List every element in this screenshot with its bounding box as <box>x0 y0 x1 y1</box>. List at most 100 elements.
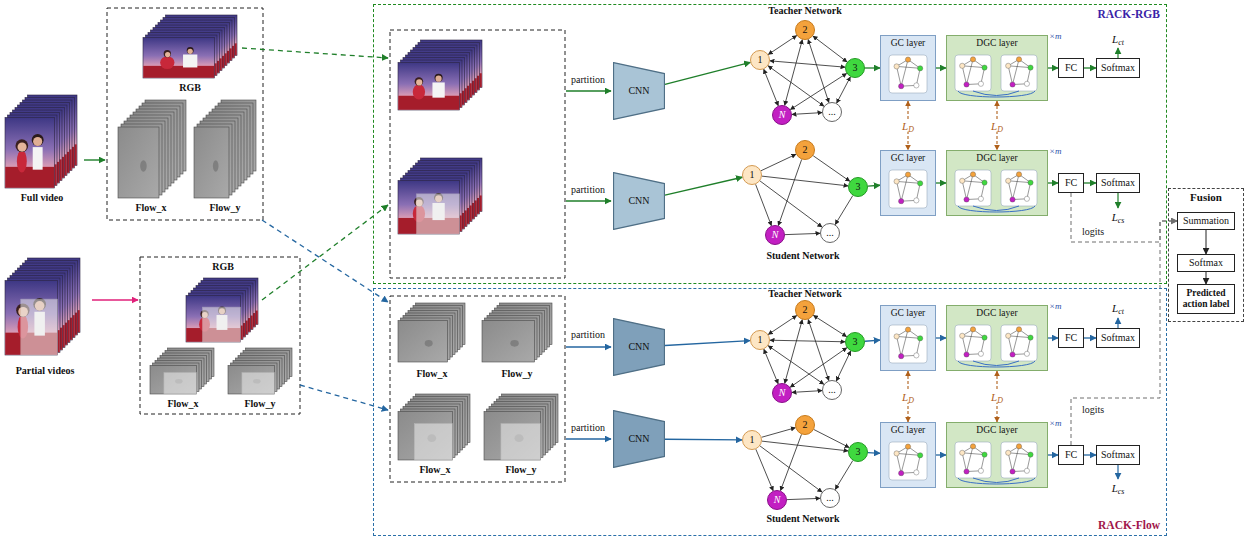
graph-edge <box>785 233 820 234</box>
graph-edge <box>785 40 803 106</box>
node-text: Softmax <box>1101 449 1135 461</box>
dashed-arrow <box>262 205 388 300</box>
graph-edge <box>835 196 853 225</box>
flow-arrow <box>1206 230 1207 254</box>
flow-frame-stack <box>194 100 256 198</box>
node-text: FC <box>1065 332 1077 344</box>
graph-node: N <box>772 383 792 403</box>
frame-stack-box: RGB <box>138 12 242 94</box>
node-text: CNN <box>628 85 649 97</box>
loss-label: LD <box>989 119 1005 132</box>
node-text: 3 <box>856 181 861 193</box>
dgc-layer-box: DGC layer×m <box>946 35 1048 101</box>
connector-label: logits <box>1080 226 1106 238</box>
dgc-layer-box: DGC layer×m <box>946 150 1048 216</box>
repeat-count: ×m <box>1049 31 1062 41</box>
dashed-arrow <box>300 385 388 410</box>
graph-node: ... <box>820 223 840 243</box>
node-text: 3 <box>856 446 861 458</box>
node-text: Softmax <box>1101 177 1135 189</box>
graph-edge <box>792 113 822 115</box>
flow-arrow <box>936 182 946 183</box>
flow-arrow <box>936 337 946 338</box>
loss-arrow <box>1117 465 1118 479</box>
node-text: DGC layer <box>976 153 1017 164</box>
stream-label: Flow_y <box>501 368 532 380</box>
graph-edge <box>762 428 796 438</box>
input-group-box <box>390 30 565 278</box>
flow-arrow <box>1048 182 1058 183</box>
rgb-frame-stack <box>5 95 77 188</box>
frame-stack-box: Flow_x <box>146 346 220 410</box>
graph-node: 1 <box>742 430 762 450</box>
stream-region: RACK-FlowFlow_xFlow_yFlow_xFlow_yCNNCNN1… <box>373 288 1167 536</box>
graph-edge <box>813 156 850 182</box>
loss-arrow <box>1117 193 1118 208</box>
graph-edge <box>762 176 848 186</box>
graph-thumbnail <box>947 439 1047 487</box>
network-title: Student Network <box>766 513 839 525</box>
graph-thumbnail <box>881 322 935 370</box>
stream-label: Flow_x <box>416 368 447 380</box>
node-text: Softmax <box>1189 257 1223 269</box>
flow-arrow <box>1084 182 1096 183</box>
flow-arrow <box>1206 272 1207 284</box>
node-text: N <box>774 494 781 506</box>
flow-arrow <box>665 341 750 346</box>
rgb-frame-stack <box>143 15 237 78</box>
frame-stack-box: Flow_y <box>190 96 260 214</box>
node-text: 3 <box>853 62 858 74</box>
flow-arrow <box>1048 67 1058 68</box>
gc-layer-box: GC layer <box>880 35 936 101</box>
node-text: Predicted action label <box>1178 288 1234 310</box>
graph-edge <box>787 498 820 499</box>
frame-stack-box: Flow_x <box>112 96 190 214</box>
flow-frame-stack <box>398 303 465 362</box>
flow-arrow <box>868 185 880 187</box>
frame-stack-box: Flow_x <box>395 300 469 380</box>
graph-node: 3 <box>845 58 865 78</box>
node-text: Softmax <box>1101 332 1135 344</box>
node-text: 1 <box>758 334 763 346</box>
flow-frame-stack <box>484 394 558 460</box>
region-title: RACK-RGB <box>1097 8 1160 21</box>
annotation: partition <box>571 74 605 86</box>
node-text: 1 <box>750 434 755 446</box>
node-text: DGC layer <box>976 425 1017 436</box>
graph-node: 2 <box>795 20 815 40</box>
graph-edge <box>780 434 801 490</box>
graph-thumbnail <box>881 439 935 487</box>
loss-label: LD <box>989 390 1005 403</box>
repeat-count: ×m <box>1049 418 1062 428</box>
input-arrow <box>92 299 138 300</box>
graph-thumbnail <box>881 167 935 215</box>
node-text: Softmax <box>1101 62 1135 74</box>
graph-node: N <box>767 490 787 510</box>
stream-label: Flow_y <box>209 202 240 214</box>
annotation: partition <box>571 329 605 341</box>
rgb-frame-stack <box>398 158 482 234</box>
graph-edge <box>778 159 801 225</box>
flow-frame-stack <box>228 348 292 394</box>
graph-node: 2 <box>795 300 815 320</box>
frame-stack-box: RGB <box>180 260 266 345</box>
loss-arrow <box>1117 48 1118 58</box>
graph-node: 3 <box>848 442 868 462</box>
graph-node: 1 <box>750 330 770 350</box>
graph-edge <box>761 154 796 170</box>
repeat-count: ×m <box>1049 146 1062 156</box>
partition-arrow <box>566 90 611 91</box>
process-box: FC <box>1058 445 1084 465</box>
process-box: FC <box>1058 58 1084 78</box>
node-text: Summation <box>1183 215 1229 227</box>
video-frames <box>5 15 558 460</box>
cnn-block: CNN <box>613 62 665 120</box>
graph-node: N <box>765 225 785 245</box>
flow-arrow <box>936 454 946 455</box>
gc-layer-box: GC layer <box>880 150 936 216</box>
graph-edge <box>835 461 853 490</box>
stream-label: Flow_x <box>135 202 166 214</box>
node-text: 2 <box>803 144 808 156</box>
graph-edge <box>836 351 850 381</box>
